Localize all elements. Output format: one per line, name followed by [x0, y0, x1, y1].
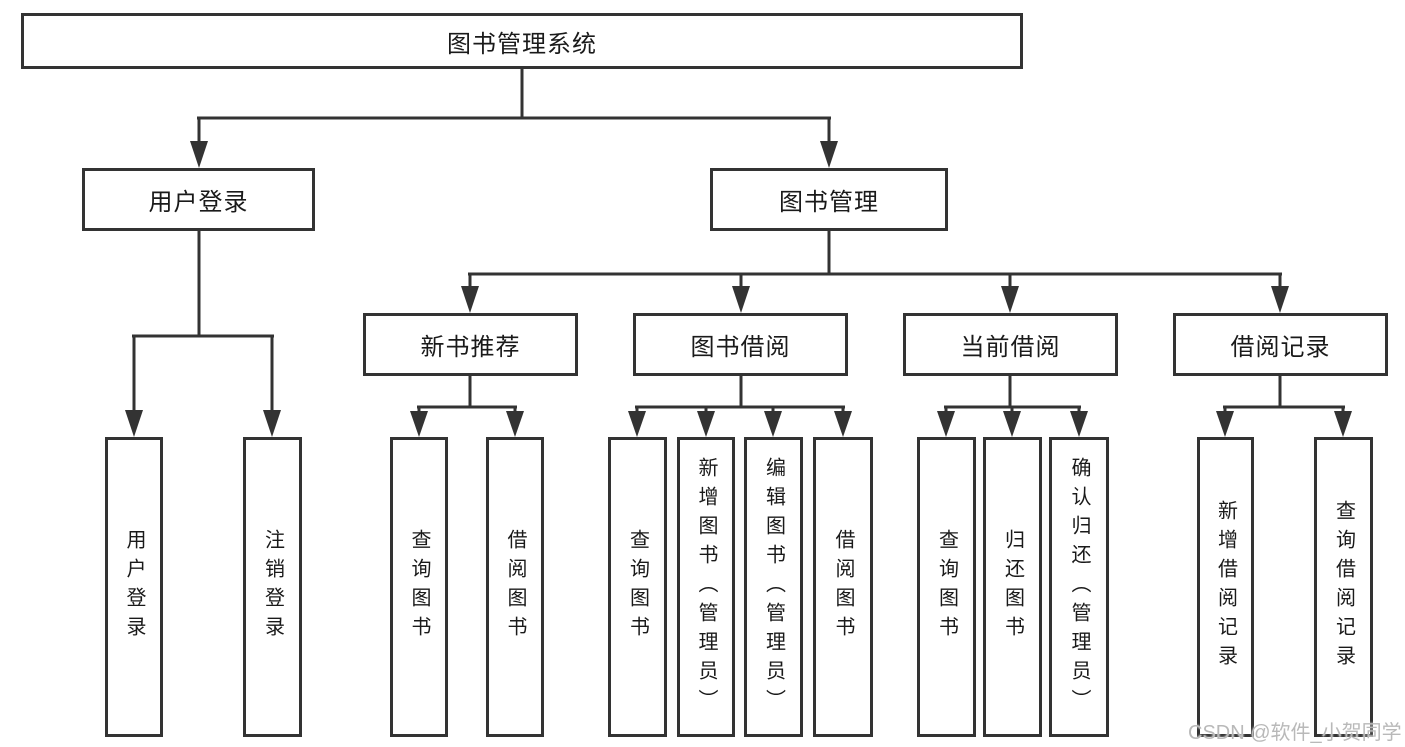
node-user-login-label: 用户登录 [148, 189, 249, 216]
leaf-user-login-label: 用户登录 [123, 529, 145, 645]
node-borrow-records: 借阅记录 [1173, 313, 1388, 376]
leaf-query-books-borrow-label: 查询图书 [626, 529, 649, 645]
leaf-confirm-return-admin: 确认归还（管理员） [1049, 437, 1109, 737]
leaf-query-borrow-record: 查询借阅记录 [1314, 437, 1373, 737]
node-borrow-records-label: 借阅记录 [1230, 334, 1331, 361]
edge-book-borrow-to-leaves [628, 376, 852, 437]
leaf-borrow-books-newrec-label: 借阅图书 [504, 529, 526, 645]
leaf-logout: 注销登录 [243, 437, 302, 737]
node-new-books: 新书推荐 [363, 313, 578, 376]
edge-borrow-records-to-leaves [1216, 376, 1352, 437]
node-book-mgmt-label: 图书管理 [779, 189, 879, 216]
node-book-borrow: 图书借阅 [633, 313, 848, 376]
leaf-borrow-books-borrow: 借阅图书 [813, 437, 873, 737]
leaf-edit-books-admin: 编辑图书（管理员） [744, 437, 803, 737]
leaf-query-books-current: 查询图书 [917, 437, 976, 737]
leaf-query-books-newrec-label: 查询图书 [408, 529, 430, 645]
leaf-add-books-admin-label: 新增图书（管理员） [695, 456, 717, 718]
leaf-return-books: 归还图书 [983, 437, 1042, 737]
leaf-user-login: 用户登录 [105, 437, 163, 737]
edge-user-login-to-leaves [125, 231, 281, 437]
node-user-login: 用户登录 [82, 168, 315, 231]
leaf-add-borrow-record: 新增借阅记录 [1197, 437, 1254, 737]
node-root-label: 图书管理系统 [447, 30, 597, 58]
leaf-edit-books-admin-label: 编辑图书（管理员） [762, 456, 785, 718]
leaf-borrow-books-newrec: 借阅图书 [486, 437, 544, 737]
edge-current-borrow-to-leaves [937, 376, 1088, 437]
leaf-add-borrow-record-label: 新增借阅记录 [1214, 500, 1237, 674]
leaf-query-borrow-record-label: 查询借阅记录 [1332, 500, 1355, 674]
node-root: 图书管理系统 [21, 13, 1023, 69]
csdn-watermark: CSDN @软件_小贺同学 [1188, 722, 1402, 744]
leaf-add-books-admin: 新增图书（管理员） [677, 437, 735, 737]
node-current-borrow: 当前借阅 [903, 313, 1118, 376]
leaf-borrow-books-borrow-label: 借阅图书 [832, 529, 854, 645]
leaf-query-books-current-label: 查询图书 [935, 529, 958, 645]
leaf-logout-label: 注销登录 [261, 529, 284, 645]
leaf-query-books-borrow: 查询图书 [608, 437, 667, 737]
node-current-borrow-label: 当前借阅 [960, 334, 1061, 361]
leaf-confirm-return-admin-label: 确认归还（管理员） [1068, 456, 1090, 718]
edge-root-to-level2 [190, 69, 838, 168]
node-book-borrow-label: 图书借阅 [690, 334, 791, 361]
node-book-mgmt: 图书管理 [710, 168, 948, 231]
leaf-return-books-label: 归还图书 [1001, 529, 1024, 645]
edge-book-mgmt-to-level3 [461, 231, 1289, 313]
node-new-books-label: 新书推荐 [420, 334, 521, 361]
leaf-query-books-newrec: 查询图书 [390, 437, 448, 737]
edge-new-books-to-leaves [410, 376, 524, 437]
